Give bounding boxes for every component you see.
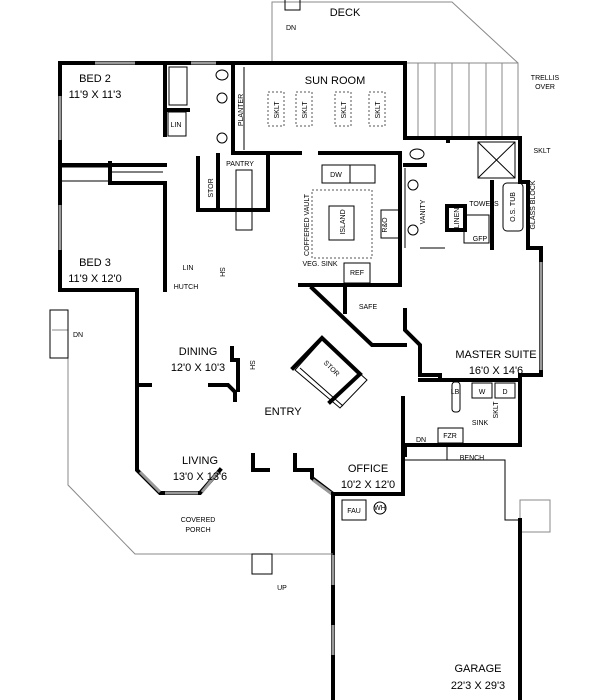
- fau-label: FAU: [347, 508, 361, 515]
- dining-name: DINING: [179, 346, 218, 358]
- up-stairs: UP: [277, 585, 287, 592]
- sunroom-skylight-2: SKLT: [302, 101, 309, 119]
- glass-block-label: GLASS BLOCK: [530, 180, 537, 229]
- notes: DN DN DN UP TRELLIS OVER SKLT TOWELS GFP…: [73, 25, 560, 592]
- lin-label-hall: LIN: [183, 265, 194, 272]
- office-size: 10'2 X 12'0: [341, 479, 395, 491]
- dw-label: DW: [330, 172, 342, 179]
- master-name: MASTER SUITE: [455, 349, 536, 361]
- wh-label: WH: [374, 505, 386, 512]
- gfp-label: GFP: [473, 236, 488, 243]
- sh-label-hall: SH: [218, 267, 225, 277]
- washer-label: W: [479, 389, 486, 396]
- towels-label: TOWELS: [469, 201, 499, 208]
- sunroom-skylight-1: SKLT: [274, 101, 281, 119]
- porch-label-2: PORCH: [185, 527, 210, 534]
- bed3-name: BED 3: [79, 257, 111, 269]
- sunroom-skylight-3: SKLT: [341, 101, 348, 119]
- sh-label-dining: SH: [248, 360, 255, 370]
- bed3-size: 11'9 X 12'0: [68, 273, 122, 285]
- lb-label: LB.: [451, 389, 462, 396]
- safe-label: SAFE: [359, 304, 378, 311]
- stor-label-hall: STOR: [208, 178, 215, 197]
- linen-label: LINEN: [454, 208, 461, 229]
- hutch-label: HUTCH: [174, 284, 199, 291]
- range-oven-label: R&O: [382, 217, 389, 233]
- coffered-vault-label: COFFERED VAULT: [304, 193, 311, 256]
- garage-size: 22'3 X 29'3: [451, 680, 505, 692]
- master-size: 16'0 X 14'6: [469, 365, 523, 377]
- vanity-label: VANITY: [420, 199, 427, 224]
- garage-name: GARAGE: [454, 663, 501, 675]
- walls: [49, 0, 551, 700]
- dn-laundry: DN: [416, 437, 426, 444]
- bed2-size: 11'9 X 11'3: [69, 89, 122, 101]
- room-labels: BED 2 11'9 X 11'3 BED 3 11'9 X 12'0 DINI…: [68, 7, 536, 692]
- sink-label: SINK: [472, 420, 489, 427]
- porch-label-1: COVERED: [181, 517, 216, 524]
- dining-size: 12'0 X 10'3: [171, 362, 225, 374]
- bed2-name: BED 2: [79, 73, 111, 85]
- lin-label-bath: LIN: [171, 122, 182, 129]
- laundry-skylight: SKLT: [493, 401, 500, 419]
- dryer-label: D: [502, 389, 507, 396]
- fzr-label: FZR: [443, 433, 457, 440]
- island-label: ISLAND: [340, 209, 347, 234]
- tub-label: O.S. TUB: [510, 192, 517, 222]
- dn-deck: DN: [286, 25, 296, 32]
- entry-name: ENTRY: [264, 406, 302, 418]
- dn-porch: DN: [73, 332, 83, 339]
- veg-sink-label: VEG. SINK: [302, 261, 337, 268]
- deck-name: DECK: [330, 7, 361, 19]
- trellis-label: TRELLIS: [531, 75, 560, 82]
- skylight-label: SKLT: [534, 148, 552, 155]
- ref-label: REF: [350, 270, 364, 277]
- trellis-over: OVER: [535, 84, 555, 91]
- living-size: 13'0 X 13'6: [173, 471, 227, 483]
- stor-label-stairs: STOR: [322, 360, 341, 379]
- bench-label: BENCH: [460, 455, 485, 462]
- sunroom-name: SUN ROOM: [305, 75, 366, 87]
- pantry-label: PANTRY: [226, 161, 254, 168]
- sunroom-skylight-4: SKLT: [375, 101, 382, 119]
- living-name: LIVING: [182, 455, 218, 467]
- planter-label: PLANTER: [238, 94, 245, 126]
- office-name: OFFICE: [348, 463, 388, 475]
